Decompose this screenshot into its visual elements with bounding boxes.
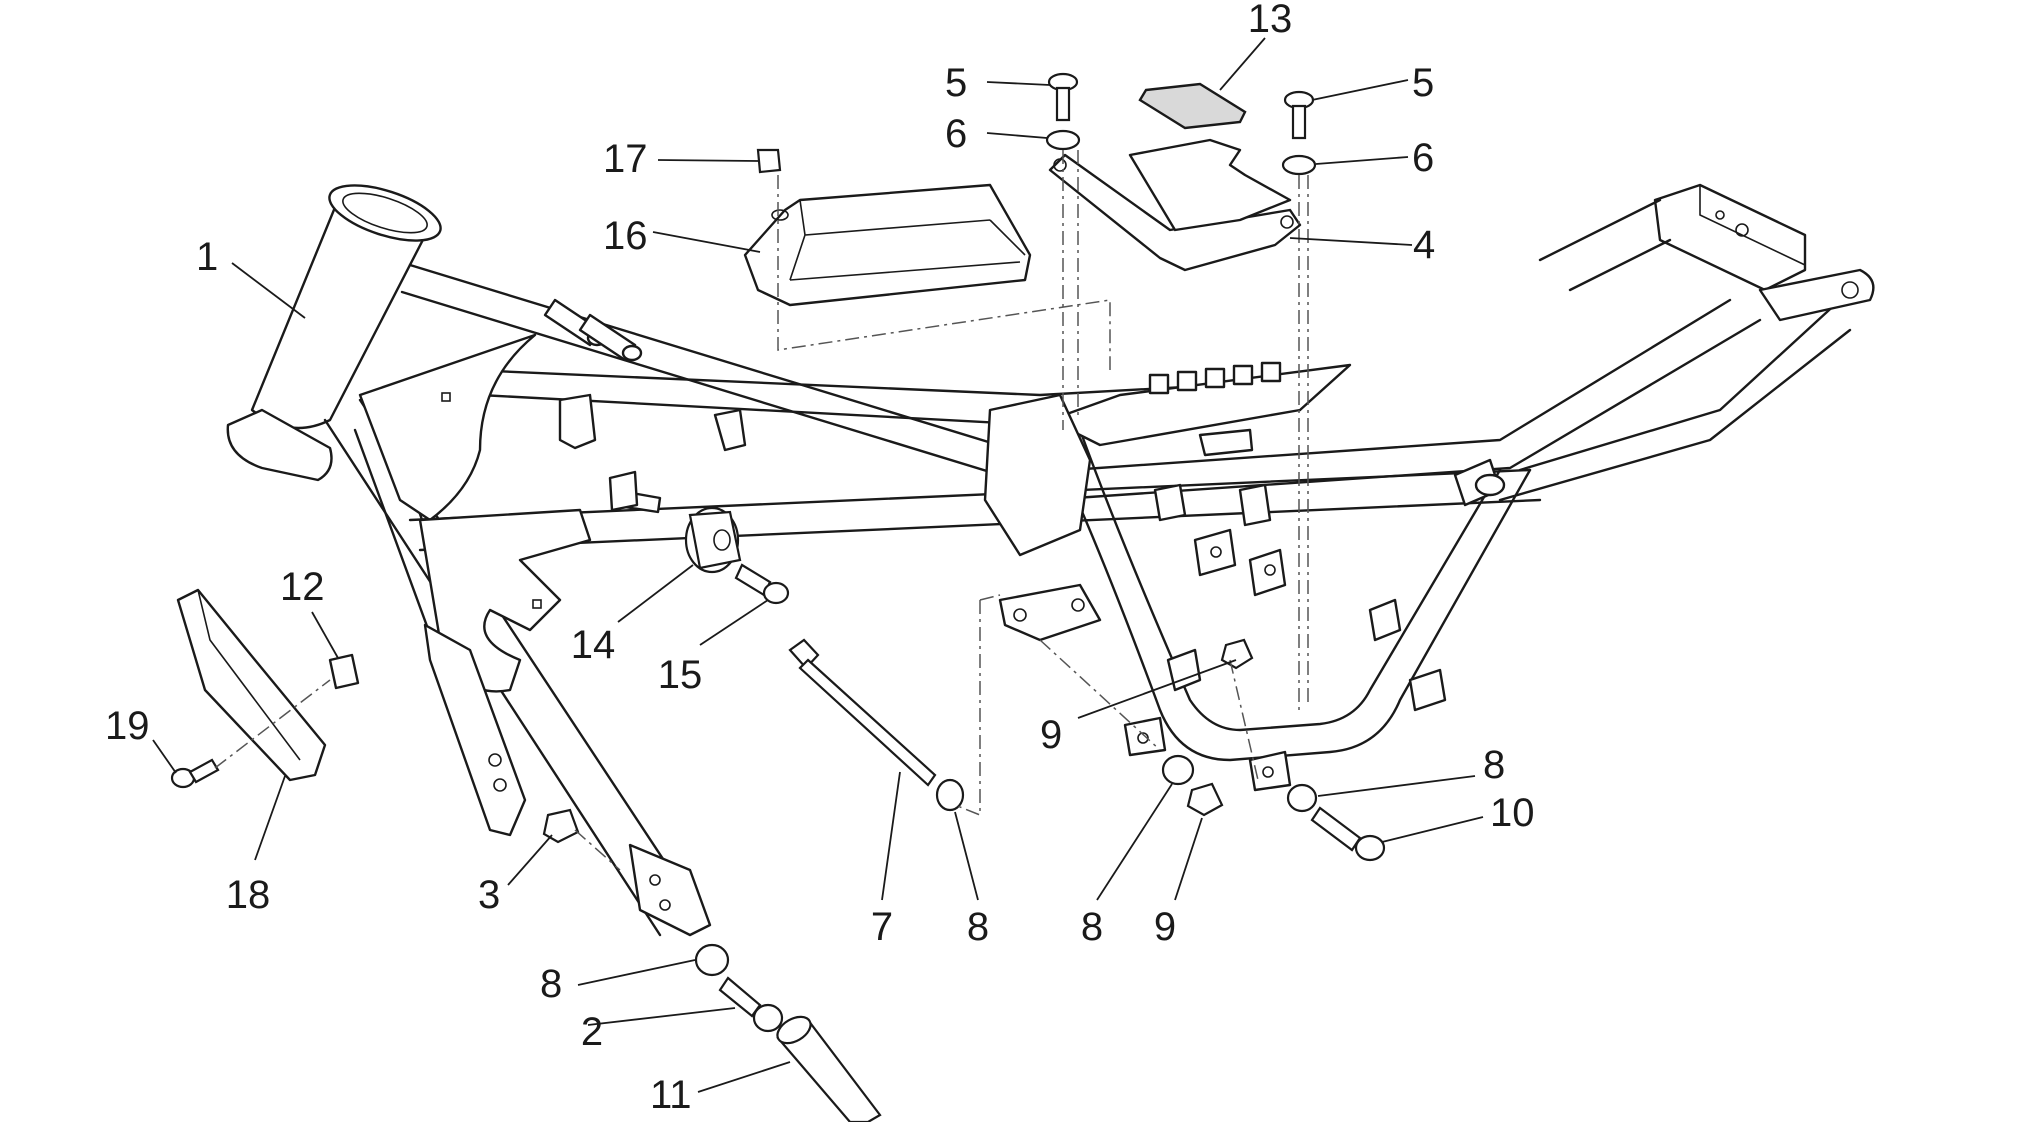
- frame-tab-e: [1238, 483, 1272, 527]
- frame-tab-g: [1408, 668, 1447, 712]
- nut-3: [542, 808, 580, 844]
- callout-2: 2: [581, 1010, 603, 1054]
- swingarm-pivot-plate: [983, 393, 1092, 557]
- callout-4: 4: [1413, 223, 1435, 267]
- callout-17: 17: [603, 137, 648, 181]
- callout-11: 11: [650, 1073, 692, 1117]
- callout-8-center: 8: [967, 905, 989, 949]
- callout-5-right: 5: [1412, 61, 1434, 105]
- side-cover-assembly: [170, 588, 360, 789]
- motorcycle-frame: [226, 183, 1875, 937]
- callout-8-lower-left: 8: [540, 962, 562, 1006]
- washer-8-right: [1286, 783, 1318, 813]
- leader-lines: [152, 37, 1484, 1093]
- callout-8-right: 8: [1483, 743, 1505, 787]
- callout-labels: 1 2 3 4 5 5 6 6 7 8 8 8 8 9 9 10 11 12 1…: [105, 0, 1535, 1117]
- battery-strap-plate: [1048, 138, 1302, 272]
- side-cover-screw: [170, 758, 220, 789]
- frame-tab-h: [1248, 548, 1287, 597]
- nut-9-lower: [1186, 782, 1224, 817]
- tank-mount-pins: [543, 298, 643, 362]
- callout-14: 14: [571, 623, 616, 667]
- battery-tray: [743, 183, 1032, 307]
- rear-subframe-crossbar: [1758, 268, 1875, 322]
- engine-mount-plate-left: [423, 623, 527, 837]
- callout-6-right: 6: [1412, 136, 1434, 180]
- callout-12: 12: [280, 565, 325, 609]
- frame-tab-b: [713, 408, 747, 452]
- vent-slots: [1148, 361, 1282, 395]
- bolt-10: [1310, 806, 1386, 862]
- protective-sleeve-11: [776, 1015, 882, 1124]
- lower-down-tube-bracket: [628, 843, 712, 937]
- callout-10: 10: [1490, 791, 1535, 835]
- callout-3: 3: [478, 873, 500, 917]
- rear-lower-tube: [1498, 298, 1852, 502]
- callout-8-lower: 8: [1081, 905, 1103, 949]
- frame-tab-f: [1368, 598, 1402, 642]
- washer-8-lower: [1161, 754, 1195, 786]
- callout-19: 19: [105, 704, 150, 748]
- washer-6-right: [1281, 154, 1317, 176]
- steering-head-bottom-ring: [226, 408, 333, 482]
- pivot-bracket-lower: [998, 583, 1102, 642]
- side-cover-plate: [176, 588, 327, 782]
- callout-6-left: 6: [945, 112, 967, 156]
- bolt-5-right: [1283, 90, 1315, 140]
- washer-8-center: [935, 778, 965, 812]
- frame-tab-d: [1198, 428, 1254, 457]
- callout-1: 1: [196, 235, 218, 279]
- callout-15: 15: [658, 653, 703, 697]
- callout-13: 13: [1248, 0, 1293, 41]
- assembly-guide-lines: [214, 150, 1309, 871]
- front-gusset-plate: [358, 333, 537, 522]
- callout-7: 7: [871, 905, 893, 949]
- frame-tab-i: [1193, 528, 1237, 577]
- screw-15: [734, 563, 790, 605]
- long-through-bolt-7: [788, 638, 937, 787]
- bolt-17: [756, 148, 782, 174]
- callout-16: 16: [603, 214, 648, 258]
- central-bridge-plate: [1048, 363, 1352, 447]
- side-cover-clip: [328, 653, 360, 690]
- frame-tab-c: [1153, 483, 1187, 522]
- bolt-5-left: [1047, 72, 1079, 122]
- callout-9-upper: 9: [1040, 713, 1062, 757]
- steering-head-top-ring: [328, 184, 442, 242]
- mid-tab-upper: [1166, 648, 1202, 692]
- rubber-grommet-14: [684, 506, 742, 574]
- rubber-pad: [1138, 82, 1247, 130]
- upper-backbone-tube: [1068, 298, 1762, 500]
- upper-main-tube: [400, 263, 1082, 500]
- callout-18: 18: [226, 873, 271, 917]
- callout-5-left: 5: [945, 61, 967, 105]
- hardware-items: [542, 72, 1386, 1124]
- washer-8-lower-left: [694, 943, 730, 977]
- lower-main-tube: [408, 468, 1542, 552]
- rear-subframe-plate: [1653, 183, 1807, 292]
- callout-9-lower: 9: [1154, 905, 1176, 949]
- washer-6-left: [1045, 129, 1081, 151]
- bolt-2: [718, 976, 784, 1033]
- frame-tab-a: [558, 393, 597, 450]
- cradle-rear-tab: [1248, 750, 1292, 792]
